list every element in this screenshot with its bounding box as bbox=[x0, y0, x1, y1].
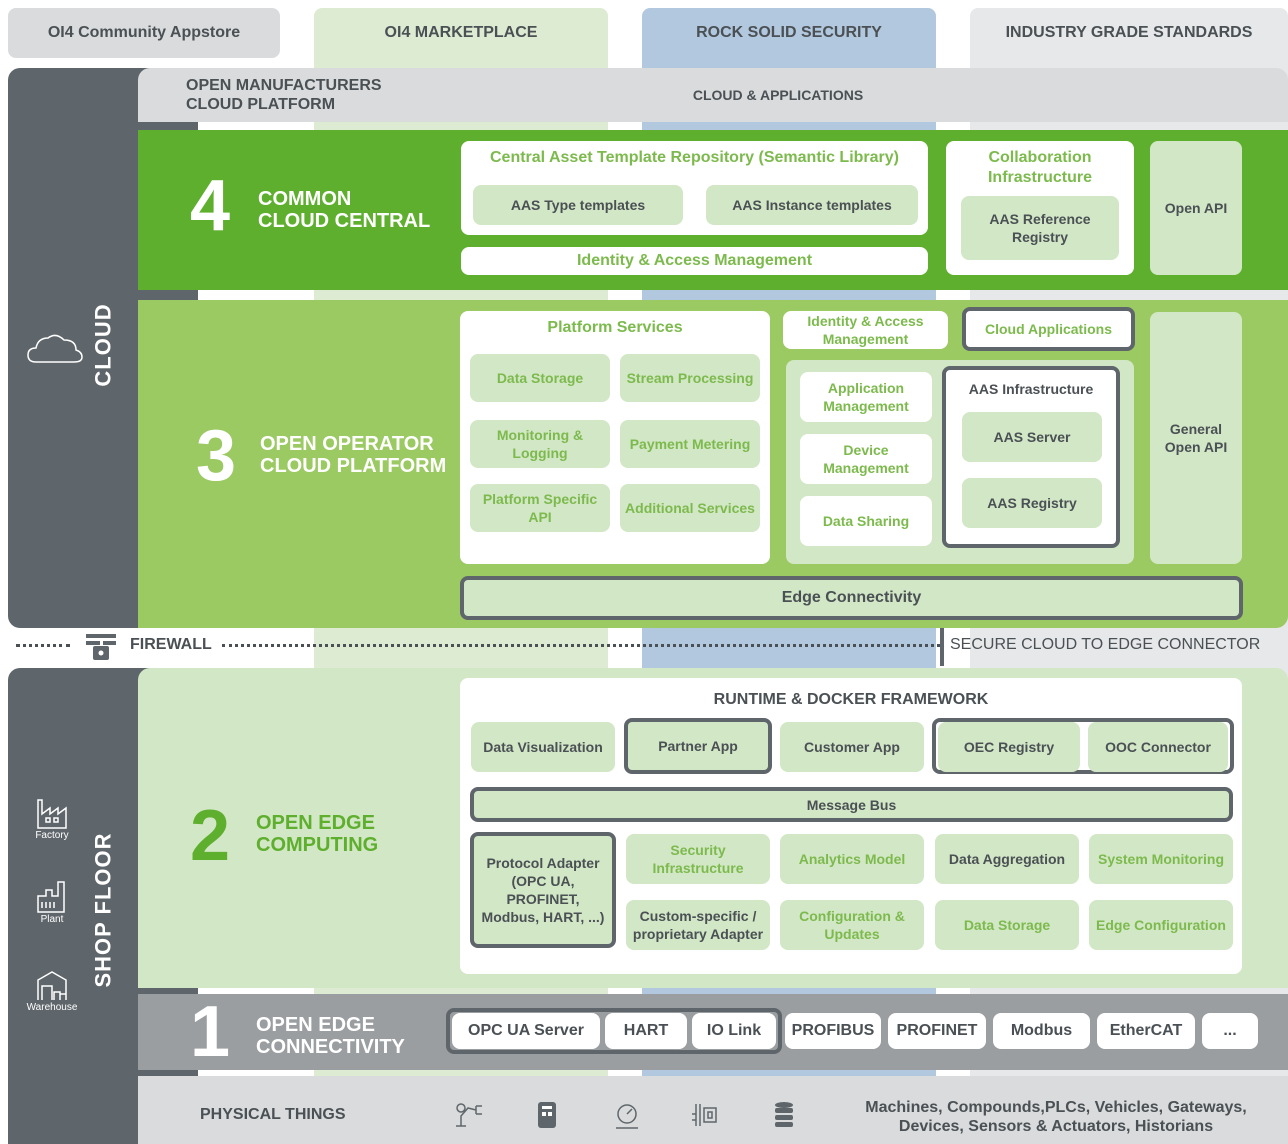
system-monitoring[interactable]: System Monitoring bbox=[1089, 834, 1233, 884]
shop-floor-label: SHOP FLOOR bbox=[91, 832, 116, 988]
layer1-title: OPEN EDGE CONNECTIVITY bbox=[256, 1014, 405, 1058]
aas-infrastructure-title: AAS Infrastructure bbox=[968, 381, 1094, 397]
layer3-number: 3 bbox=[196, 416, 237, 496]
tab-security[interactable]: ROCK SOLID SECURITY bbox=[642, 8, 936, 58]
protocol-adapter[interactable]: Protocol Adapter (OPC UA, PROFINET, Modb… bbox=[470, 832, 616, 948]
app-data-visualization[interactable]: Data Visualization bbox=[471, 722, 615, 772]
physical-band bbox=[138, 1076, 1288, 1144]
firewall-label: FIREWALL bbox=[130, 636, 212, 653]
protocol-profibus[interactable]: PROFIBUS bbox=[785, 1013, 881, 1049]
service-stream-processing[interactable]: Stream Processing bbox=[620, 354, 760, 402]
service-monitoring-logging[interactable]: Monitoring & Logging bbox=[470, 420, 610, 468]
data-sharing[interactable]: Data Sharing bbox=[800, 496, 932, 546]
protocol-opc-ua-server[interactable]: OPC UA Server bbox=[452, 1013, 600, 1049]
secure-connector-label: SECURE CLOUD TO EDGE CONNECTOR bbox=[950, 636, 1261, 653]
protocol-modbus[interactable]: Modbus bbox=[993, 1013, 1090, 1049]
layer4-title: COMMON CLOUD CENTRAL bbox=[258, 188, 431, 232]
aas-type-templates[interactable]: AAS Type templates bbox=[473, 185, 683, 225]
edge-configuration[interactable]: Edge Configuration bbox=[1089, 900, 1233, 950]
protocol-profinet[interactable]: PROFINET bbox=[888, 1013, 986, 1049]
tab-marketplace[interactable]: OI4 MARKETPLACE bbox=[314, 8, 608, 58]
service-data-storage[interactable]: Data Storage bbox=[470, 354, 610, 402]
app-customer-app[interactable]: Customer App bbox=[780, 722, 924, 772]
aas-registry[interactable]: AAS Registry bbox=[962, 478, 1102, 528]
protocol-more[interactable]: ... bbox=[1202, 1013, 1258, 1049]
iam-layer4[interactable]: Identity & Access Management bbox=[461, 247, 928, 275]
application-management[interactable]: Application Management bbox=[800, 372, 932, 422]
open-api[interactable]: Open API bbox=[1150, 141, 1242, 275]
warehouse-icon: Warehouse bbox=[24, 968, 80, 1013]
firewall-dotted-left bbox=[16, 644, 70, 647]
app-partner-app[interactable]: Partner App bbox=[624, 718, 772, 774]
layer2-number: 2 bbox=[190, 796, 231, 876]
plc-icon bbox=[536, 1100, 558, 1135]
service-platform-specific-api[interactable]: Platform Specific API bbox=[470, 484, 610, 532]
custom-adapter[interactable]: Custom-specific / proprietary Adapter bbox=[626, 900, 770, 950]
cloud-applications-label: CLOUD & APPLICATIONS bbox=[692, 87, 864, 103]
firewall-dotted-right bbox=[222, 644, 940, 647]
physical-label: PHYSICAL THINGS bbox=[200, 1106, 346, 1123]
tab-standards[interactable]: INDUSTRY GRADE STANDARDS bbox=[970, 8, 1288, 58]
protocol-hart[interactable]: HART bbox=[605, 1013, 687, 1049]
iam-layer3[interactable]: Identity & Access Management bbox=[783, 311, 948, 349]
cloud-icon bbox=[26, 328, 84, 373]
factory-icon: Factory bbox=[24, 796, 80, 841]
template-repository-title: Central Asset Template Repository (Seman… bbox=[490, 149, 899, 166]
firewall-icon bbox=[84, 632, 118, 667]
edge-connectivity[interactable]: Edge Connectivity bbox=[460, 576, 1243, 620]
open-manufacturers-bar bbox=[138, 68, 1288, 122]
service-additional-services[interactable]: Additional Services bbox=[620, 484, 760, 532]
layer4-number: 4 bbox=[190, 166, 231, 246]
app-ooc-connector[interactable]: OOC Connector bbox=[1088, 722, 1228, 772]
physical-description: Machines, Compounds,PLCs, Vehicles, Gate… bbox=[865, 1099, 1247, 1135]
connector-divider bbox=[940, 628, 944, 666]
device-management[interactable]: Device Management bbox=[800, 434, 932, 484]
app-oec-registry[interactable]: OEC Registry bbox=[938, 722, 1080, 772]
message-bus[interactable]: Message Bus bbox=[470, 787, 1233, 822]
platform-services-title: Platform Services bbox=[547, 319, 683, 336]
layer3-title: OPEN OPERATOR CLOUD PLATFORM bbox=[260, 433, 447, 477]
data-aggregation[interactable]: Data Aggregation bbox=[935, 834, 1079, 884]
configuration-updates[interactable]: Configuration & Updates bbox=[780, 900, 924, 950]
security-infrastructure[interactable]: Security Infrastructure bbox=[626, 834, 770, 884]
aas-reference-registry[interactable]: AAS Reference Registry bbox=[961, 196, 1119, 260]
aas-instance-templates[interactable]: AAS Instance templates bbox=[706, 185, 918, 225]
open-manufacturers-title: OPEN MANUFACTURERS CLOUD PLATFORM bbox=[186, 77, 382, 113]
data-storage-edge[interactable]: Data Storage bbox=[935, 900, 1079, 950]
service-payment-metering[interactable]: Payment Metering bbox=[620, 420, 760, 468]
tab-appstore[interactable]: OI4 Community Appstore bbox=[8, 8, 280, 58]
protocol-ethercat[interactable]: EtherCAT bbox=[1097, 1013, 1195, 1049]
sensor-chip-icon bbox=[690, 1100, 720, 1135]
database-icon bbox=[772, 1100, 796, 1135]
gauge-icon bbox=[612, 1102, 642, 1135]
plant-icon: Plant bbox=[24, 880, 80, 925]
analytics-model[interactable]: Analytics Model bbox=[780, 834, 924, 884]
cloud-label: CLOUD bbox=[91, 303, 116, 387]
registry-connector-group bbox=[932, 718, 1234, 774]
collaboration-title: Collaboration Infrastructure bbox=[987, 149, 1093, 186]
general-open-api[interactable]: General Open API bbox=[1150, 312, 1242, 564]
opc-group bbox=[446, 1008, 782, 1054]
aas-server[interactable]: AAS Server bbox=[962, 412, 1102, 462]
runtime-title: RUNTIME & DOCKER FRAMEWORK bbox=[713, 691, 989, 708]
protocol-io-link[interactable]: IO Link bbox=[692, 1013, 776, 1049]
cloud-applications[interactable]: Cloud Applications bbox=[962, 307, 1135, 351]
layer2-title: OPEN EDGE COMPUTING bbox=[256, 812, 379, 856]
robot-arm-icon bbox=[452, 1100, 486, 1133]
layer1-number: 1 bbox=[190, 992, 231, 1072]
